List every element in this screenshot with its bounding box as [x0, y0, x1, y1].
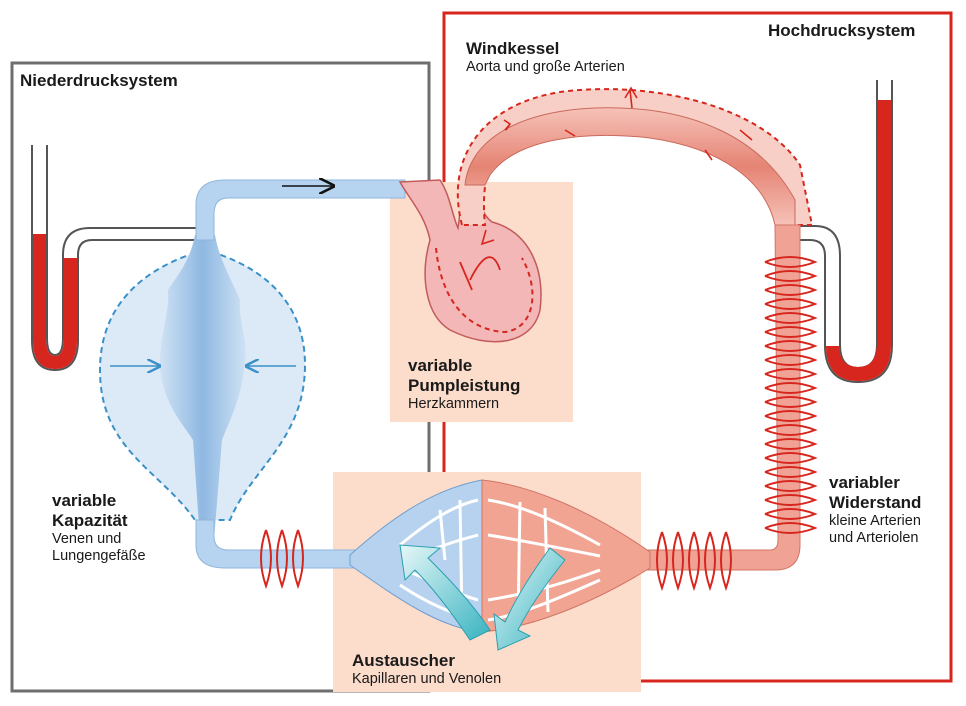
venous-capacitance-vessel	[98, 235, 307, 540]
high-pressure-system-title: Hochdrucksystem	[768, 21, 916, 40]
windkessel-subtitle: Aorta und große Arterien	[466, 59, 625, 76]
resistance-subtitle-line2: und Arteriolen	[829, 530, 919, 547]
resistance-subtitle-line1: kleine Arterien	[829, 513, 921, 530]
exchanger-subtitle: Kapillaren und Venolen	[352, 671, 502, 688]
low-pressure-system-title: Niederdrucksystem	[20, 71, 178, 90]
exchanger-label: Austauscher Kapillaren und Venolen	[352, 651, 501, 688]
exchanger-title: Austauscher	[352, 651, 455, 670]
windkessel-title: Windkessel	[466, 39, 560, 58]
capacity-label: variable Kapazität Venen und Lungengefäß…	[52, 491, 146, 565]
manometer-high	[790, 80, 893, 384]
resistance-title-line1: variabler	[829, 473, 900, 492]
capacity-title-line2: Kapazität	[52, 511, 128, 531]
pump-title-line2: Pumpleistung	[408, 376, 521, 396]
capacity-subtitle-line2: Lungengefäße	[52, 548, 146, 565]
resistance-label: variabler Widerstand kleine Arterien und…	[829, 473, 921, 547]
pump-title-line1: variable	[408, 356, 473, 375]
resistance-title-line2: Widerstand	[829, 493, 922, 513]
pump-label: variable Pumpleistung Herzkammern	[408, 356, 520, 413]
resistance-coil-horizontal-right	[656, 531, 732, 591]
pump-subtitle: Herzkammern	[408, 396, 500, 413]
resistance-coil-vertical	[764, 256, 818, 534]
capacity-subtitle-line1: Venen und	[52, 531, 122, 548]
capacity-title-line1: variable	[52, 491, 117, 510]
pulmonary-vein-tube	[195, 180, 406, 241]
resistance-coil-horizontal-left	[260, 529, 304, 589]
windkessel-label: Windkessel Aorta und große Arterien	[466, 39, 625, 76]
exchange-arrows	[399, 544, 566, 651]
manometer-low	[31, 145, 196, 372]
